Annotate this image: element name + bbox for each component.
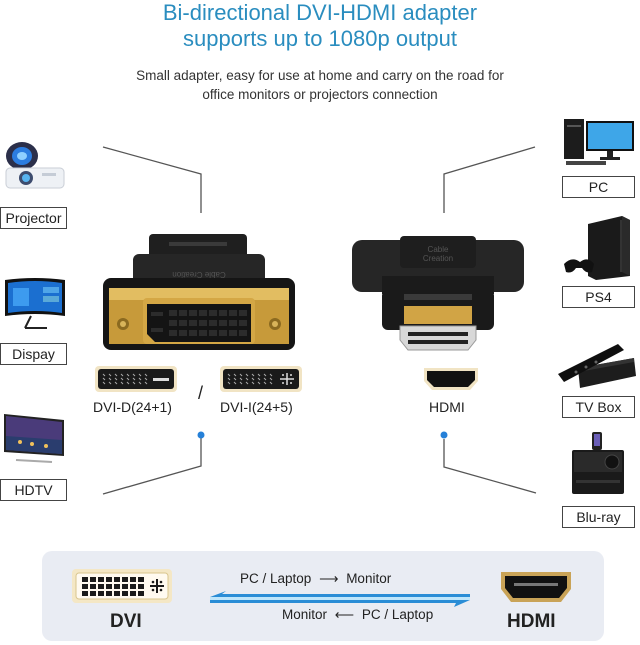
game-console-icon bbox=[560, 214, 636, 280]
port-separator: / bbox=[198, 383, 204, 403]
dvi-i-port-icon bbox=[220, 366, 302, 392]
hdmi-label: HDMI bbox=[507, 611, 556, 632]
desktop-pc-icon bbox=[560, 117, 638, 167]
hdmi-port-large-icon bbox=[500, 571, 572, 603]
svg-text:Cable: Cable bbox=[428, 245, 449, 254]
svg-text:Cable Creation: Cable Creation bbox=[172, 270, 225, 279]
flow-top: PC / Laptop ⟶ Monitor bbox=[240, 571, 391, 587]
bidirectional-arrows-icon bbox=[210, 591, 470, 607]
device-label-blu-ray: Blu-ray bbox=[562, 506, 635, 528]
subtitle-line-2: office monitors or projectors connection bbox=[202, 87, 438, 102]
hdmi-male-adapter-image: Cable Creation bbox=[352, 236, 524, 354]
page-title-line-1: Bi-directional DVI-HDMI adapter bbox=[162, 0, 478, 25]
arrow-left-icon: ⟵ bbox=[334, 607, 355, 622]
device-label-display: Dispay bbox=[0, 343, 67, 365]
svg-text:Creation: Creation bbox=[423, 254, 453, 263]
device-label-hdtv: HDTV bbox=[0, 479, 67, 501]
subtitle-line-1: Small adapter, easy for use at home and … bbox=[136, 68, 504, 83]
projector-icon bbox=[2, 140, 66, 195]
arrow-right-icon: ⟶ bbox=[319, 571, 339, 586]
flow-top-to: Monitor bbox=[346, 571, 392, 586]
hdmi-port-icon bbox=[423, 367, 479, 391]
tv-box-icon bbox=[556, 336, 638, 392]
blu-ray-player-icon bbox=[568, 432, 628, 498]
flow-bottom-from: PC / Laptop bbox=[361, 607, 434, 622]
device-label-pc: PC bbox=[562, 176, 635, 198]
flow-bottom: Monitor ⟵ PC / Laptop bbox=[282, 607, 433, 623]
bidirectional-flow-panel: DVI PC / Laptop ⟶ Monitor Monitor ⟵ PC /… bbox=[42, 551, 604, 641]
dvi-d-port-icon bbox=[95, 366, 177, 392]
port-label-dvi-i: DVI-I(24+5) bbox=[220, 399, 293, 415]
flow-bottom-to: Monitor bbox=[282, 607, 328, 622]
dvi-label: DVI bbox=[110, 611, 142, 632]
dvi-port-large-icon bbox=[72, 569, 172, 603]
page-title-line-2: supports up to 1080p output bbox=[183, 26, 457, 51]
monitor-icon bbox=[3, 276, 67, 334]
device-label-tv-box: TV Box bbox=[562, 396, 635, 418]
port-label-dvi-d: DVI-D(24+1) bbox=[93, 399, 172, 415]
dvi-female-adapter-image: Cable Creation bbox=[103, 232, 295, 350]
device-label-ps4: PS4 bbox=[562, 286, 635, 308]
device-label-projector: Projector bbox=[0, 207, 67, 229]
tv-icon bbox=[2, 410, 66, 468]
port-label-hdmi: HDMI bbox=[429, 399, 465, 415]
flow-top-from: PC / Laptop bbox=[240, 571, 312, 586]
